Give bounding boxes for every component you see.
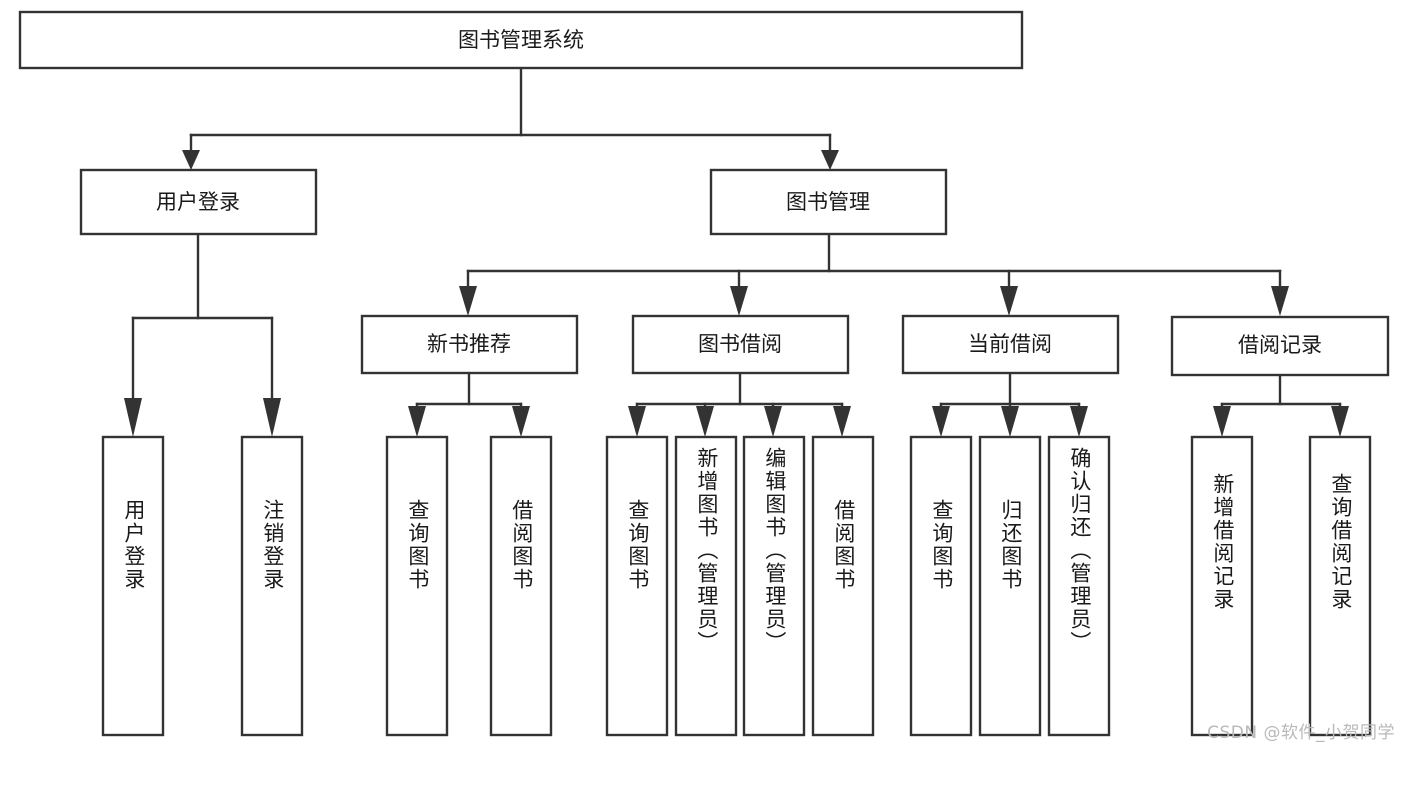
node-current-borrow-label: 当前借阅 xyxy=(968,332,1052,356)
node-borrow-record-label: 借阅记录 xyxy=(1238,333,1322,357)
hierarchy-tree-svg: 图书管理系统 用户登录 图书管理 新书推荐 图书借阅 当前借阅 借阅记录 xyxy=(18,10,1390,737)
connector-group-book-borrow xyxy=(628,371,851,437)
csdn-watermark: CSDN @软件_小贺同学 xyxy=(1207,723,1395,743)
connector-group-borrow-record xyxy=(1213,373,1349,437)
diagram-canvas: 图书管理系统 用户登录 图书管理 新书推荐 图书借阅 当前借阅 借阅记录 用户登… xyxy=(18,10,1395,743)
leaf-box-book-borrow-0[interactable] xyxy=(605,435,669,737)
arrow-head-bb-c3 xyxy=(764,406,782,437)
arrow-head-cb-c2 xyxy=(1001,406,1019,437)
arrow-head-cb-c3 xyxy=(1070,406,1088,437)
leaf-box-current-borrow-2[interactable] xyxy=(1047,435,1111,737)
arrow-head-bb-c4 xyxy=(833,406,851,437)
leaf-box-user-login-1[interactable] xyxy=(240,435,304,737)
leaf-box-borrow-record-0[interactable] xyxy=(1190,435,1254,737)
connector-group-root xyxy=(182,66,839,170)
arrow-head-nb-c2 xyxy=(512,406,530,437)
arrow-head-book-borrow xyxy=(730,286,748,316)
leaf-box-book-borrow-3[interactable] xyxy=(811,435,875,737)
connector-group-new-book xyxy=(408,371,530,437)
arrow-head-new-book xyxy=(459,286,477,316)
leaf-box-borrow-record-1[interactable] xyxy=(1308,435,1372,737)
node-root-box[interactable] xyxy=(18,10,1024,70)
arrow-head-borrow-record xyxy=(1271,286,1289,316)
node-user-login-box[interactable] xyxy=(79,168,318,236)
leaf-box-current-borrow-0[interactable] xyxy=(909,435,973,737)
node-book-management-box[interactable] xyxy=(709,168,948,236)
node-borrow-record-box[interactable] xyxy=(1170,315,1390,377)
connector-group-current-borrow xyxy=(932,371,1088,437)
leaf-box-new-book-1[interactable] xyxy=(489,435,553,737)
leaf-box-book-borrow-1[interactable] xyxy=(674,435,738,737)
arrow-head-current-borrow xyxy=(1000,286,1018,316)
node-book-borrow-label: 图书借阅 xyxy=(698,332,782,356)
arrow-head-nb-c1 xyxy=(408,406,426,437)
leaf-box-book-borrow-2[interactable] xyxy=(742,435,806,737)
node-new-book-recommend-box[interactable] xyxy=(360,314,579,375)
connector-group-user-login xyxy=(124,232,281,437)
node-book-management-label: 图书管理 xyxy=(786,190,870,214)
arrow-head-br-c1 xyxy=(1213,406,1231,437)
node-current-borrow-box[interactable] xyxy=(901,314,1120,375)
leaf-box-user-login-0[interactable] xyxy=(101,435,165,737)
node-book-borrow-box[interactable] xyxy=(631,314,850,375)
arrow-head-br-c2 xyxy=(1331,406,1349,437)
node-new-book-recommend-label: 新书推荐 xyxy=(427,332,511,356)
arrow-head-book-mgmt xyxy=(821,150,839,170)
arrow-head-cb-c1 xyxy=(932,406,950,437)
arrow-head-ul-c2 xyxy=(263,398,281,437)
arrow-head-user-login xyxy=(182,150,200,170)
arrow-head-ul-c1 xyxy=(124,398,142,437)
arrow-head-bb-c2 xyxy=(696,406,714,437)
node-user-login-label: 用户登录 xyxy=(156,190,240,214)
node-root-label: 图书管理系统 xyxy=(458,28,584,52)
leaf-box-new-book-0[interactable] xyxy=(385,435,449,737)
connector-group-book-mgmt xyxy=(459,232,1289,316)
arrow-head-bb-c1 xyxy=(628,406,646,437)
leaf-box-current-borrow-1[interactable] xyxy=(978,435,1042,737)
